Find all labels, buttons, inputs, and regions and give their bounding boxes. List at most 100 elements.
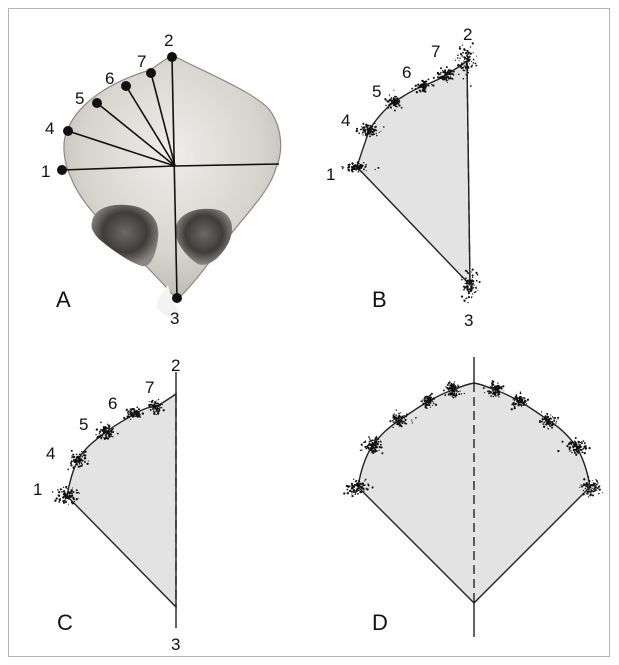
cloud-point [424, 84, 426, 86]
cloud-point [76, 498, 78, 500]
cloud-point [493, 388, 495, 390]
cloud-point [596, 480, 598, 482]
cloud-point [523, 403, 525, 405]
cloud-point [353, 486, 354, 487]
cloud-point [584, 452, 586, 454]
cloud-point [553, 424, 554, 425]
cloud-point [547, 416, 549, 418]
cloud-point [359, 163, 360, 164]
cloud-point [388, 101, 390, 103]
cloud-point [347, 489, 349, 491]
cloud-point [492, 380, 494, 382]
cloud-point [443, 389, 445, 391]
cloud-point [476, 287, 478, 289]
cloud-point [550, 414, 551, 415]
cloud-point [433, 403, 434, 404]
cloud-point [396, 106, 398, 108]
cloud-point [397, 422, 399, 424]
cloud-point [105, 435, 107, 437]
cloud-point [404, 415, 405, 416]
cloud-point [77, 456, 78, 457]
cloud-point [158, 408, 159, 409]
cloud-point [394, 422, 395, 423]
cloud-point [503, 390, 504, 391]
cloud-point [476, 56, 477, 57]
cloud-point [379, 132, 380, 133]
cloud-point [429, 397, 431, 399]
cloud-point [363, 162, 364, 163]
cloud-point [475, 65, 477, 67]
cloud-point [74, 501, 75, 502]
cloud-point [598, 493, 600, 495]
cloud-point [548, 421, 550, 423]
cloud-point [156, 414, 157, 415]
cloud-point [356, 168, 357, 169]
cloud-point [451, 391, 453, 393]
cloud-point [518, 397, 520, 399]
cloud-point [524, 400, 526, 402]
cloud-point [552, 421, 554, 423]
cloud-point [447, 75, 448, 76]
cloud-point [584, 446, 586, 448]
cloud-point [444, 74, 445, 75]
cloud-point [428, 399, 430, 401]
cloud-point [139, 412, 140, 413]
cloud-point [394, 110, 396, 112]
cloud-point [395, 414, 397, 416]
cloud-point [126, 418, 127, 419]
cloud-point [454, 381, 455, 382]
cloud-point [570, 442, 572, 444]
cloud-point [590, 492, 592, 494]
cloud-point [354, 484, 356, 486]
cloud-point [359, 165, 361, 167]
cloud-point [463, 61, 464, 62]
cloud-point [357, 172, 358, 173]
cloud-point [451, 73, 453, 75]
cloud-point [527, 399, 529, 401]
cloud-point [411, 88, 413, 90]
panel-label-c: C [57, 610, 73, 635]
cloud-point [547, 419, 548, 420]
cloud-point [154, 401, 156, 403]
landmark-label-3: 3 [464, 311, 473, 330]
cloud-point [579, 444, 581, 446]
cloud-point [358, 490, 360, 492]
cloud-point [415, 85, 417, 87]
cloud-point [464, 57, 466, 59]
cloud-point [553, 419, 555, 421]
cloud-point [552, 416, 553, 417]
landmark-label-2: 2 [463, 25, 472, 44]
cloud-point [588, 476, 590, 478]
cloud-point [363, 491, 364, 492]
cloud-point [571, 450, 572, 451]
cloud-point [452, 384, 454, 386]
cloud-point [159, 404, 161, 406]
cloud-point [420, 84, 421, 85]
cloud-point [577, 446, 579, 448]
cloud-point [129, 410, 130, 411]
landmark-label-6: 6 [402, 63, 411, 82]
cloud-point [366, 136, 367, 137]
cloud-point [597, 482, 599, 484]
cloud-point [70, 462, 72, 464]
cloud-point [349, 171, 350, 172]
cloud-point [100, 422, 102, 424]
cloud-point [460, 64, 461, 65]
cloud-point [354, 164, 356, 166]
cloud-point [544, 417, 546, 419]
cloud-point [466, 285, 468, 287]
cloud-point [426, 396, 428, 398]
panel-d: D [343, 357, 603, 637]
cloud-point [364, 130, 366, 132]
cloud-point [423, 82, 424, 83]
cloud-point [557, 419, 558, 420]
cloud-point [423, 86, 424, 87]
cloud-point [370, 448, 371, 449]
cloud-point [463, 289, 465, 291]
cloud-point [71, 493, 73, 495]
cloud-point [396, 409, 397, 410]
cloud-point [518, 404, 520, 406]
cloud-point [451, 383, 452, 384]
cloud-point [391, 100, 393, 102]
cloud-point [561, 441, 563, 443]
